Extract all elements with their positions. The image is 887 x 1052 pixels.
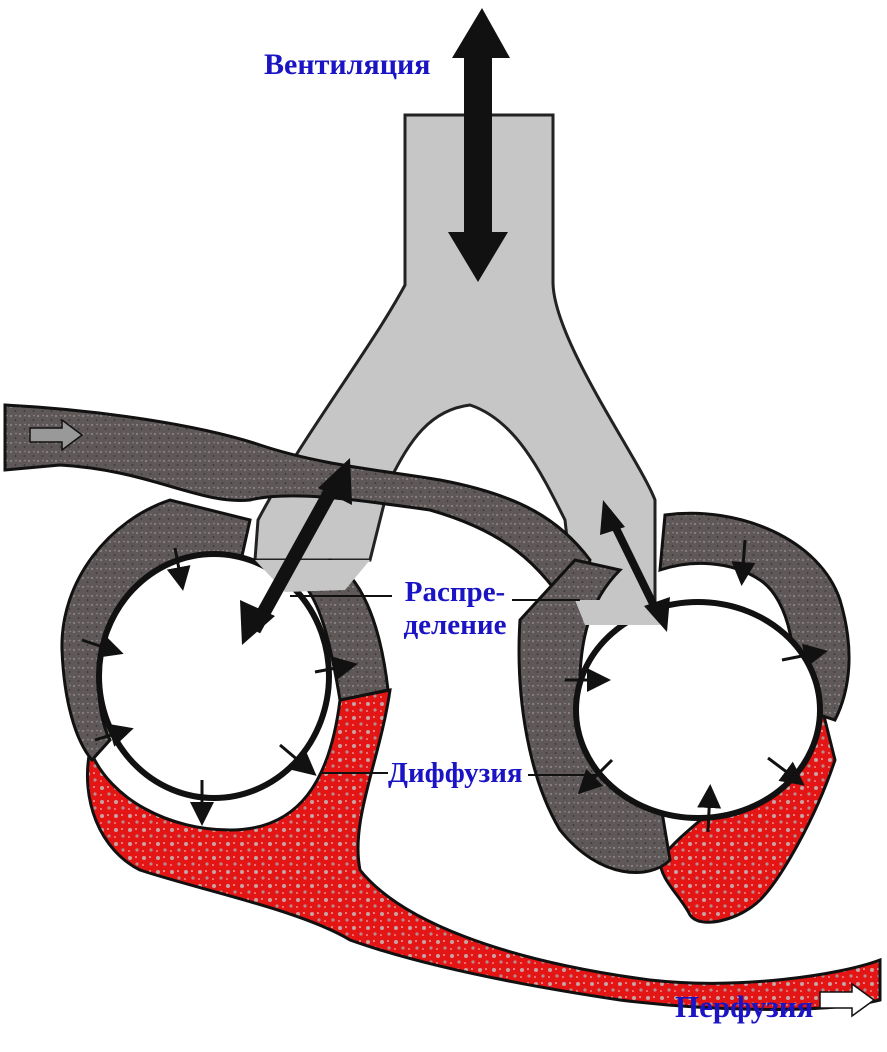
ventilation-label: Вентиляция	[264, 48, 431, 81]
distribution-label-line1: Распре-	[394, 576, 516, 609]
distribution-label: Распре- деление	[394, 576, 516, 642]
diffusion-label: Диффузия	[388, 757, 523, 790]
perfusion-label: Перфузия	[675, 990, 813, 1023]
airway	[255, 115, 655, 610]
distribution-label-line2: деление	[394, 609, 516, 642]
right-alveolus	[576, 602, 820, 818]
